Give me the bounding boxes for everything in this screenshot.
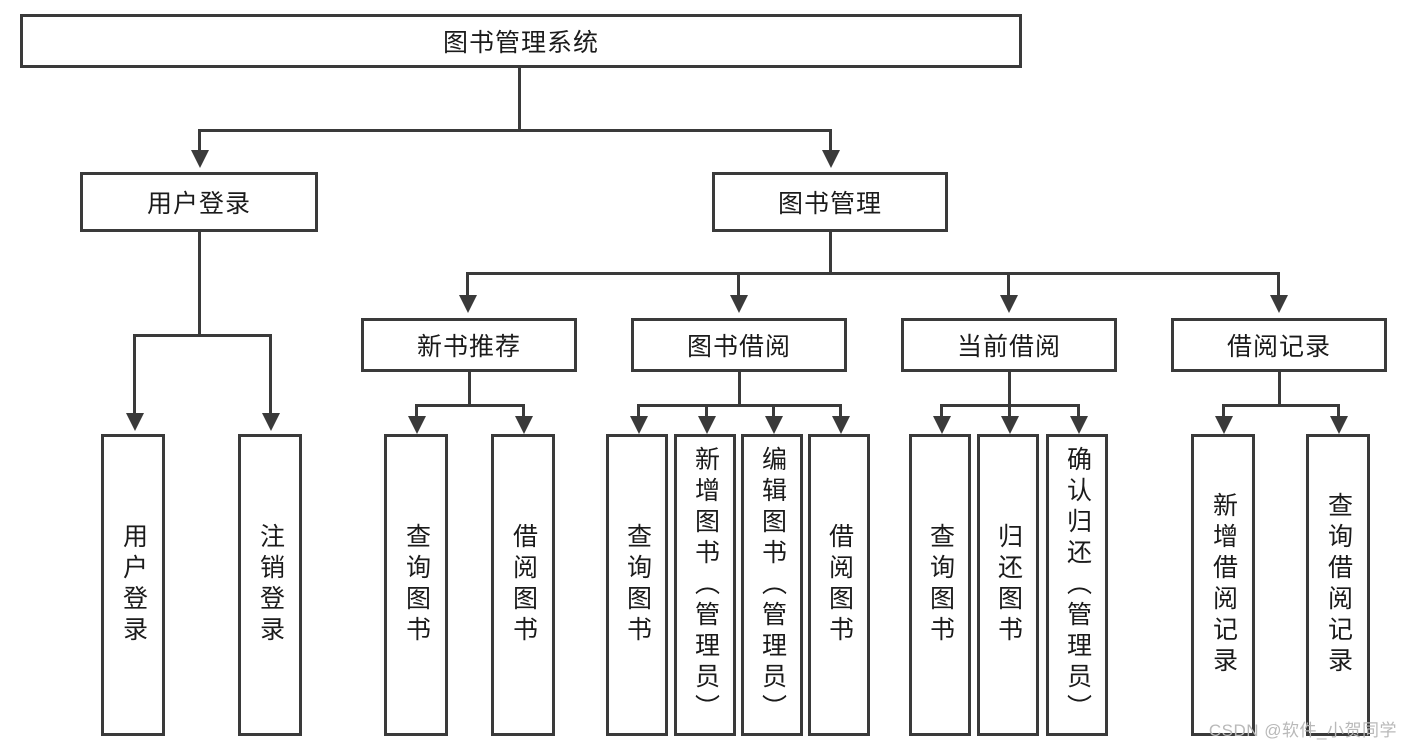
- leaf-query-book-2-label: 查询图书: [623, 523, 652, 647]
- leaf-return-book[interactable]: 归还图书: [977, 434, 1039, 736]
- connector-new-book-stem: [468, 372, 471, 406]
- leaf-query-record-label: 查询借阅记录: [1324, 492, 1353, 678]
- arrow-new-book-leaf-2: [515, 416, 533, 434]
- connector-borrow-record-bus: [1222, 404, 1340, 407]
- arrow-current-borrow-leaf-1: [933, 416, 951, 434]
- connector-user-login-drop-1: [133, 334, 136, 414]
- leaf-borrow-book-1[interactable]: 借阅图书: [491, 434, 555, 736]
- node-book-borrow[interactable]: 图书借阅: [631, 318, 847, 372]
- leaf-query-record[interactable]: 查询借阅记录: [1306, 434, 1370, 736]
- arrow-book-manage-child-1: [459, 295, 477, 313]
- arrow-root-to-user-login: [191, 150, 209, 168]
- leaf-query-book-1[interactable]: 查询图书: [384, 434, 448, 736]
- connector-root-stem: [518, 68, 521, 131]
- connector-book-manage-drop-1: [466, 272, 469, 296]
- leaf-user-logout[interactable]: 注销登录: [238, 434, 302, 736]
- leaf-add-record-label: 新增借阅记录: [1209, 492, 1238, 678]
- arrow-book-borrow-leaf-3: [765, 416, 783, 434]
- connector-new-book-drop-2: [522, 404, 525, 417]
- connector-borrow-record-drop-1: [1222, 404, 1225, 417]
- connector-borrow-record-drop-2: [1337, 404, 1340, 417]
- node-book-manage[interactable]: 图书管理: [712, 172, 948, 232]
- leaf-edit-book-label: 编辑图书（管理员）: [758, 445, 787, 725]
- leaf-confirm-return-label: 确认归还（管理员）: [1063, 445, 1092, 725]
- leaf-query-book-1-label: 查询图书: [402, 523, 431, 647]
- node-user-login[interactable]: 用户登录: [80, 172, 318, 232]
- connector-book-borrow-drop-2: [705, 404, 708, 417]
- connector-current-borrow-drop-1: [940, 404, 943, 417]
- leaf-query-book-2[interactable]: 查询图书: [606, 434, 668, 736]
- connector-new-book-bus: [415, 404, 525, 407]
- arrow-borrow-record-leaf-2: [1330, 416, 1348, 434]
- arrow-book-borrow-leaf-4: [832, 416, 850, 434]
- leaf-borrow-book-2-label: 借阅图书: [825, 523, 854, 647]
- arrow-current-borrow-leaf-2: [1001, 416, 1019, 434]
- watermark: CSDN @软件_小贺同学: [1208, 721, 1397, 740]
- arrow-book-manage-child-2: [730, 295, 748, 313]
- leaf-add-book[interactable]: 新增图书（管理员）: [674, 434, 736, 736]
- leaf-borrow-book-1-label: 借阅图书: [509, 523, 538, 647]
- leaf-return-book-label: 归还图书: [994, 523, 1023, 647]
- node-current-borrow[interactable]: 当前借阅: [901, 318, 1117, 372]
- node-new-book-recommend[interactable]: 新书推荐: [361, 318, 577, 372]
- leaf-add-record[interactable]: 新增借阅记录: [1191, 434, 1255, 736]
- leaf-query-book-3-label: 查询图书: [926, 523, 955, 647]
- connector-book-manage-drop-3: [1007, 272, 1010, 296]
- connector-current-borrow-drop-3: [1077, 404, 1080, 417]
- node-root-system[interactable]: 图书管理系统: [20, 14, 1022, 68]
- arrow-root-to-book-manage: [822, 150, 840, 168]
- connector-book-borrow-drop-1: [637, 404, 640, 417]
- arrow-book-manage-child-4: [1270, 295, 1288, 313]
- connector-root-to-book-manage: [829, 129, 832, 151]
- arrow-user-login-leaf-2: [262, 413, 280, 431]
- connector-current-borrow-drop-2: [1008, 404, 1011, 417]
- arrow-borrow-record-leaf-1: [1215, 416, 1233, 434]
- connector-user-login-bus: [133, 334, 272, 337]
- arrow-user-login-leaf-1: [126, 413, 144, 431]
- node-borrow-record[interactable]: 借阅记录: [1171, 318, 1387, 372]
- leaf-user-logout-label: 注销登录: [256, 523, 285, 647]
- connector-root-to-user-login: [198, 129, 201, 151]
- connector-current-borrow-stem: [1008, 372, 1011, 406]
- leaf-query-book-3[interactable]: 查询图书: [909, 434, 971, 736]
- arrow-book-borrow-leaf-1: [630, 416, 648, 434]
- leaf-edit-book[interactable]: 编辑图书（管理员）: [741, 434, 803, 736]
- connector-book-manage-bus: [466, 272, 1280, 275]
- connector-book-borrow-bus: [637, 404, 842, 407]
- leaf-user-login-label: 用户登录: [119, 523, 148, 647]
- connector-book-borrow-stem: [738, 372, 741, 406]
- connector-user-login-stem: [198, 232, 201, 336]
- arrow-book-borrow-leaf-2: [698, 416, 716, 434]
- leaf-confirm-return[interactable]: 确认归还（管理员）: [1046, 434, 1108, 736]
- connector-book-manage-drop-4: [1277, 272, 1280, 296]
- leaf-add-book-label: 新增图书（管理员）: [691, 445, 720, 725]
- connector-user-login-drop-2: [269, 334, 272, 414]
- connector-new-book-drop-1: [415, 404, 418, 417]
- connector-book-borrow-drop-4: [839, 404, 842, 417]
- connector-book-manage-drop-2: [737, 272, 740, 296]
- connector-book-borrow-drop-3: [772, 404, 775, 417]
- arrow-current-borrow-leaf-3: [1070, 416, 1088, 434]
- arrow-book-manage-child-3: [1000, 295, 1018, 313]
- leaf-user-login[interactable]: 用户登录: [101, 434, 165, 736]
- connector-root-bus: [198, 129, 832, 132]
- arrow-new-book-leaf-1: [408, 416, 426, 434]
- connector-book-manage-stem: [829, 232, 832, 274]
- leaf-borrow-book-2[interactable]: 借阅图书: [808, 434, 870, 736]
- connector-borrow-record-stem: [1278, 372, 1281, 406]
